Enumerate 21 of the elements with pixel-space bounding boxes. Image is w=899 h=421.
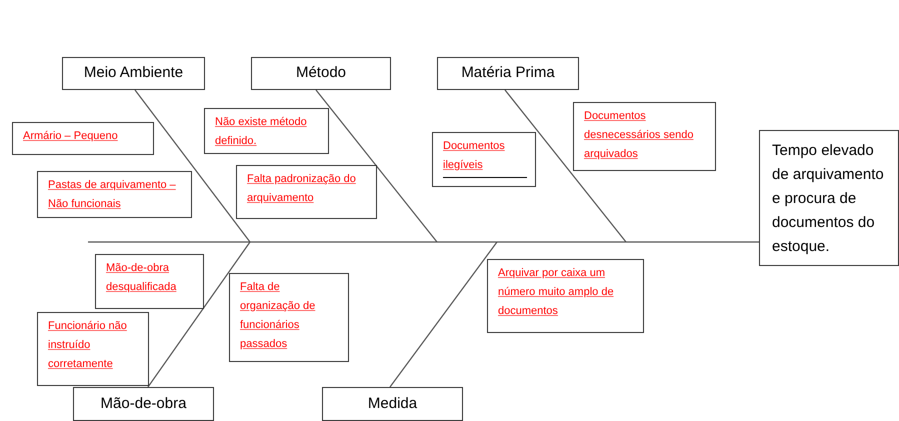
cause-box: Mão-de-obra desqualificada (95, 254, 204, 309)
category-box: Meio Ambiente (62, 57, 205, 90)
category-box: Matéria Prima (437, 57, 579, 90)
category-box: Método (251, 57, 391, 90)
cause-box: Não existe método definido. (204, 108, 329, 154)
category-box: Medida (322, 387, 463, 421)
cause-box: Documentos desnecessários sendo arquivados (573, 102, 716, 171)
cause-box: Falta padronização do arquivamento (236, 165, 377, 219)
cause-box: Funcionário não instruído corretamente (37, 312, 149, 386)
bone-line (134, 90, 250, 242)
effect-box: Tempo elevado de arquivamento e procura de documentos do estoque. (759, 130, 899, 266)
cause-box: Pastas de arquivamento – Não funcionais (37, 171, 192, 218)
cause-box: Documentos ilegíveis (432, 132, 536, 187)
bone-line (504, 90, 626, 242)
cause-box: Falta de organização de funcionários passados (229, 273, 349, 362)
bone-line (316, 90, 438, 242)
bone-line (390, 242, 498, 388)
spine-line (88, 241, 759, 243)
cause-box: Arquivar por caixa um número muito amplo de documentos (487, 259, 644, 333)
category-box: Mão-de-obra (73, 387, 214, 421)
cause-box: Armário – Pequeno (12, 122, 154, 155)
